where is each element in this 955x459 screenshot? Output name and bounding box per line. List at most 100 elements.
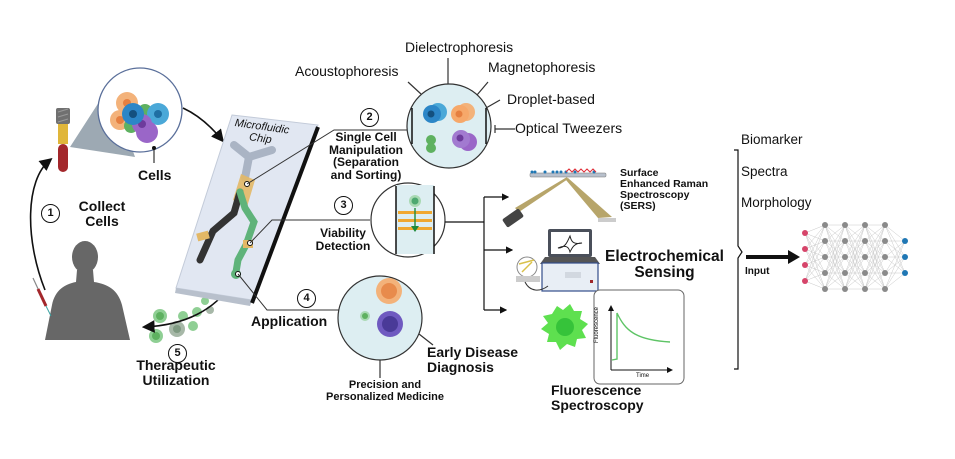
early-line2: Diagnosis — [427, 358, 494, 375]
nn-hidden-node — [842, 238, 848, 244]
step-3-line2: Detection — [315, 238, 371, 253]
output-morphology: Morphology — [741, 195, 812, 210]
method-optical-tweezers: Optical Tweezers — [515, 120, 623, 136]
nn-connection — [824, 224, 846, 258]
nn-connection — [824, 224, 846, 290]
step-5-line2: Utilization — [142, 371, 210, 388]
neural-network — [802, 222, 908, 292]
nn-output-node — [902, 270, 908, 276]
nn-connection — [884, 224, 906, 242]
nn-connection — [804, 256, 826, 282]
application-circle — [337, 275, 423, 361]
nn-connection — [884, 240, 906, 258]
electrochemical-setup-icon — [516, 229, 600, 292]
input-label: Input — [745, 266, 770, 277]
sers-line3: Spectroscopy — [620, 189, 690, 202]
leader-line-4 — [237, 273, 340, 311]
viability-circle — [370, 182, 446, 258]
fluor-plot-xlabel: Time — [636, 373, 650, 379]
acousto-leader — [407, 81, 422, 95]
electrochemical-sensing-label: Electrochemical Sensing — [592, 248, 737, 282]
nn-connection — [864, 256, 886, 290]
step-2-line3: (Separation — [332, 155, 399, 170]
cells-label: Cells — [138, 167, 172, 183]
step-2-line4: and Sorting) — [330, 167, 402, 182]
step-1-label: Collect Cells — [72, 199, 132, 228]
nn-hidden-node — [882, 286, 888, 292]
nn-connection — [804, 224, 826, 266]
nn-connection — [804, 272, 826, 282]
fluorescence-plot — [593, 289, 685, 385]
nn-hidden-node — [822, 222, 828, 228]
nn-hidden-node — [842, 270, 848, 276]
nn-connection — [804, 280, 826, 290]
nn-hidden-node — [862, 222, 868, 228]
nn-hidden-node — [862, 286, 868, 292]
step-2-label: Single Cell Manipulation (Separation and… — [318, 131, 414, 181]
step-4-label: Application — [251, 313, 328, 329]
early-line1: Early Disease — [427, 344, 519, 360]
nn-connection — [844, 224, 866, 242]
method-acoustophoresis: Acoustophoresis — [295, 63, 399, 79]
nn-input-node — [802, 278, 808, 284]
nn-output-node — [902, 254, 908, 260]
precision-line2: Personalized Medicine — [326, 390, 444, 403]
nn-connection — [884, 272, 906, 290]
nn-hidden-node — [882, 254, 888, 260]
to-chip-arrow — [182, 107, 224, 143]
nn-hidden-node — [842, 222, 848, 228]
nn-connection — [824, 224, 846, 242]
nn-connection — [864, 224, 886, 242]
echem-line1: Electrochemical — [605, 248, 724, 265]
nn-hidden-node — [862, 238, 868, 244]
nn-hidden-node — [882, 270, 888, 276]
step-1-line2: Cells — [85, 212, 119, 229]
nn-connection — [824, 240, 846, 290]
nn-hidden-node — [842, 254, 848, 260]
fluorescence-decay-curve — [611, 312, 671, 361]
step-1-number: 1 — [41, 204, 60, 223]
sers-line4: (SERS) — [620, 200, 656, 213]
fluorescent-cell-icon — [541, 304, 588, 350]
step-5-number: 5 — [168, 344, 187, 363]
nn-connection — [804, 224, 826, 234]
fluor-plot-ylabel: Fluorescence — [594, 306, 600, 343]
nn-hidden-node — [862, 270, 868, 276]
step-3-label: Viability Detection — [310, 227, 376, 252]
outputs-bracket — [734, 149, 743, 370]
step-1-line1: Collect — [78, 198, 126, 214]
nn-connection — [824, 224, 846, 274]
early-diagnosis-leader — [418, 333, 434, 346]
manipulation-circle — [406, 83, 492, 169]
nn-hidden-node — [822, 270, 828, 276]
nn-hidden-node — [822, 286, 828, 292]
collect-arrow — [29, 157, 53, 291]
droplet-leader — [485, 99, 501, 109]
nn-connection — [864, 224, 886, 290]
nn-connection — [864, 240, 886, 290]
nn-connection — [844, 224, 866, 274]
fluor-line2: Spectroscopy — [551, 396, 644, 413]
step-3-line1: Viability — [320, 226, 366, 240]
blood-tube-icon — [56, 108, 70, 172]
nn-connection — [844, 256, 866, 290]
nn-hidden-node — [882, 222, 888, 228]
step-2-line2: Manipulation — [329, 142, 403, 157]
nn-hidden-node — [882, 238, 888, 244]
step-2-line1: Single Cell — [335, 130, 397, 144]
syringe-icon — [32, 277, 52, 317]
leader-line-2 — [246, 129, 418, 185]
nn-hidden-node — [862, 254, 868, 260]
output-biomarker: Biomarker — [741, 132, 803, 147]
nn-connection — [864, 272, 886, 290]
step-5-line1: Therapeutic — [136, 357, 216, 373]
nn-connection — [864, 224, 886, 274]
nn-input-node — [802, 230, 808, 236]
nn-connection — [844, 224, 866, 258]
leader-line-3 — [249, 219, 370, 244]
sers-line2: Enhanced Raman — [620, 178, 709, 191]
output-spectra: Spectra — [741, 164, 788, 179]
nn-input-node — [802, 262, 808, 268]
early-disease-diagnosis-label: Early Disease Diagnosis — [427, 345, 518, 374]
